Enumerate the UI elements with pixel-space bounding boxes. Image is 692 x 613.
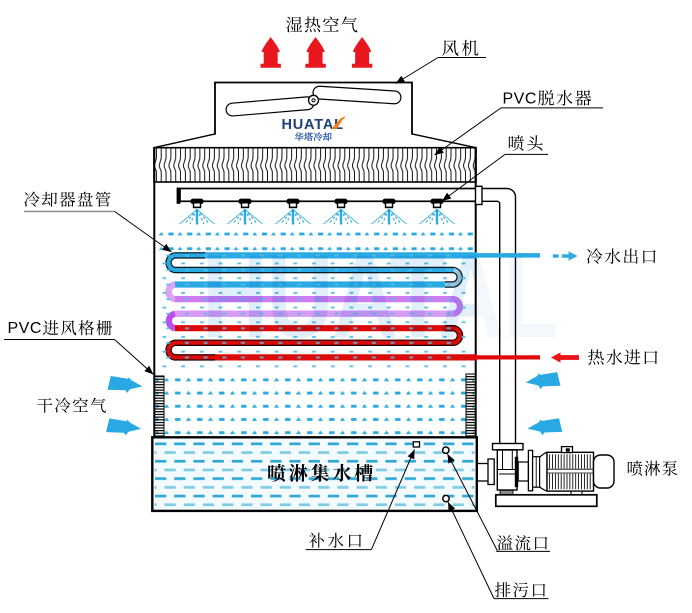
svg-text:PVC: PVC (8, 320, 42, 337)
svg-text:PVC: PVC (503, 91, 537, 108)
svg-text:HUATAL: HUATAL (282, 117, 344, 133)
